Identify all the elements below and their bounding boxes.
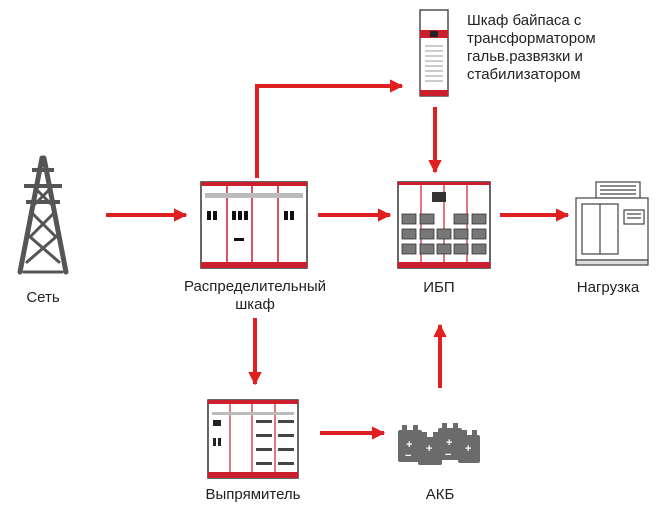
svg-text:+: + xyxy=(426,443,432,455)
label-bypass-line4: стабилизатором xyxy=(467,66,581,83)
svg-text:+: + xyxy=(465,443,471,455)
arrow-distribution-to-bypass xyxy=(255,79,404,178)
battery-pack-icon: + + + + − − xyxy=(398,423,480,465)
label-load: Нагрузка xyxy=(576,279,640,296)
label-ups: ИБП xyxy=(423,279,455,296)
power-tower-icon xyxy=(17,155,69,275)
label-grid: Сеть xyxy=(26,289,60,306)
label-battery: АКБ xyxy=(425,486,455,503)
svg-text:−: − xyxy=(405,450,411,462)
flow-arrows xyxy=(106,79,570,440)
label-distribution-line2: шкаф xyxy=(235,296,275,313)
label-bypass: Шкаф байпаса с трансформатором гальв.раз… xyxy=(467,12,652,84)
label-bypass-line3: гальв.развязки и xyxy=(467,48,583,65)
label-bypass-line2: трансформатором xyxy=(467,30,596,47)
label-distribution: Распределительный шкаф xyxy=(150,278,360,314)
svg-text:−: − xyxy=(445,449,451,461)
server-rack-icon xyxy=(575,181,649,266)
distribution-cabinet-icon xyxy=(200,181,308,269)
ups-cabinet-icon xyxy=(397,181,491,269)
svg-text:+: + xyxy=(446,437,452,449)
rectifier-cabinet-icon xyxy=(207,399,299,479)
svg-text:+: + xyxy=(406,439,412,451)
label-distribution-line1: Распределительный xyxy=(183,278,327,295)
label-rectifier: Выпрямитель xyxy=(205,486,301,503)
bypass-cabinet-icon xyxy=(419,9,449,97)
label-bypass-line1: Шкаф байпаса с xyxy=(467,12,582,29)
